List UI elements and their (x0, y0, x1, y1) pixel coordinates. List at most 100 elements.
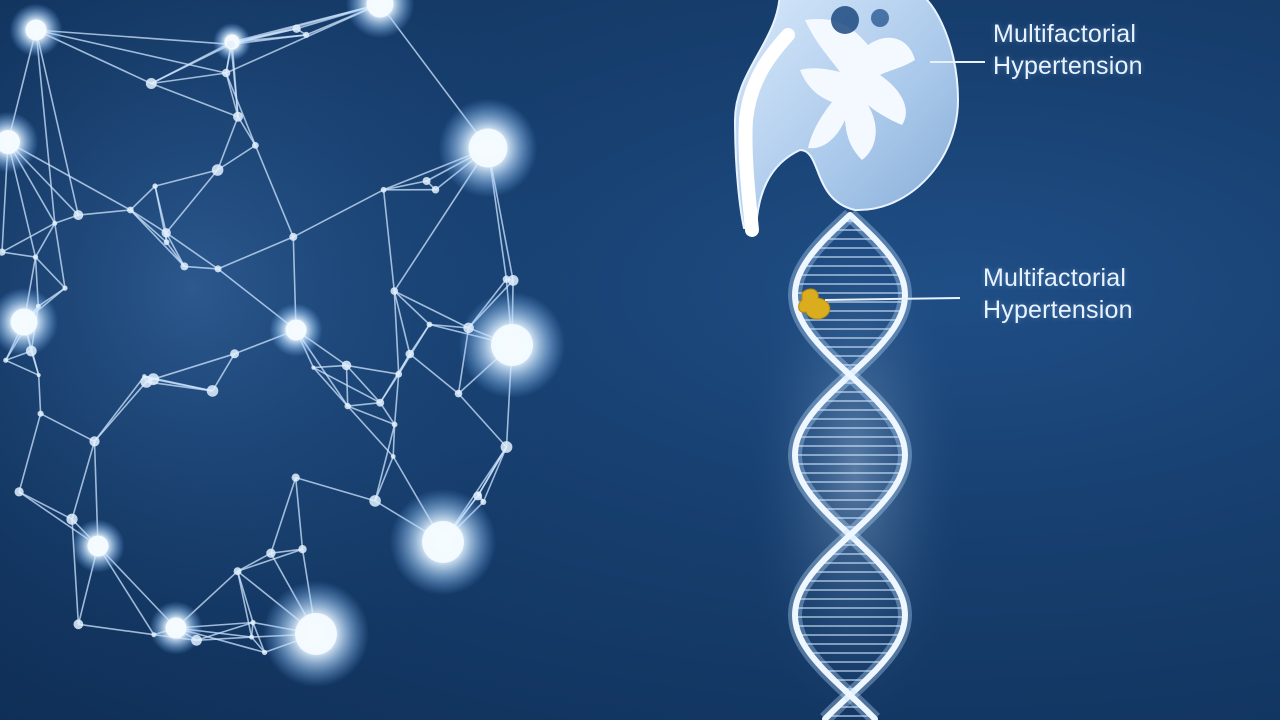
network-edge (196, 636, 252, 642)
network-node (163, 239, 170, 246)
network-node (344, 402, 351, 410)
network-node (62, 285, 68, 291)
network-edge (225, 72, 239, 117)
network-node (422, 177, 431, 185)
network-node (73, 619, 84, 630)
network-edge (270, 548, 303, 554)
network-edge (313, 364, 347, 369)
network-node (147, 373, 160, 386)
network-edge (482, 446, 508, 503)
network-node (233, 567, 242, 576)
network-edge (393, 290, 411, 355)
network-edge (18, 413, 42, 493)
network-node (376, 398, 385, 407)
network-node (390, 287, 399, 295)
network-node (292, 24, 301, 33)
network-node (500, 441, 513, 453)
network-edge (379, 402, 396, 425)
network-node (476, 491, 482, 497)
network-node (480, 499, 487, 505)
network-edge (295, 476, 376, 502)
network-node (391, 421, 398, 428)
network-edge (392, 424, 396, 457)
network-edge (374, 456, 394, 502)
network-node (165, 617, 187, 639)
network-edge (151, 72, 227, 85)
kidney-icon (733, 0, 960, 237)
network-edge (254, 145, 295, 238)
network-node (380, 186, 387, 193)
network-node (311, 365, 316, 370)
network-edge (35, 29, 56, 224)
network-edge (129, 185, 156, 211)
network-node (463, 322, 474, 334)
network-node (454, 389, 463, 398)
network-edge (93, 375, 145, 442)
network-edge (346, 364, 399, 375)
network-node (214, 265, 222, 273)
network-node (405, 349, 415, 359)
network-edge (1, 251, 36, 258)
network-edge (129, 209, 168, 243)
network-node (233, 111, 243, 122)
network-node (502, 275, 511, 283)
network-node (252, 142, 259, 149)
network-node (468, 128, 508, 168)
network-node (366, 0, 394, 18)
network-edge (153, 353, 235, 380)
network-node (249, 634, 255, 640)
gene-label-line2: Hypertension (983, 296, 1133, 324)
network-edge (151, 82, 239, 118)
network-node (52, 220, 58, 226)
network-node (151, 632, 157, 638)
network-edge (35, 29, 80, 216)
network-node (289, 232, 298, 241)
network-node (491, 324, 533, 366)
network-edge (35, 29, 227, 74)
network-edge (93, 381, 148, 442)
network-edge (34, 256, 66, 289)
network-edge (129, 209, 167, 234)
network-edge (1, 222, 56, 253)
network-node (87, 535, 109, 557)
network-edge (165, 232, 186, 267)
network-edge (250, 636, 266, 653)
network-edge (165, 232, 219, 270)
network-node (3, 357, 9, 363)
network-edge (35, 29, 232, 46)
kidney-label-line2: Hypertension (993, 52, 1143, 80)
network-node (291, 473, 300, 482)
network-edge (225, 72, 257, 146)
network-edge (237, 548, 303, 572)
network-node (191, 634, 202, 646)
network-node (35, 303, 41, 309)
network-node (395, 370, 403, 378)
network-node (295, 613, 337, 655)
network-edge (294, 477, 304, 550)
network-node (180, 262, 189, 271)
network-edge (393, 291, 400, 375)
network-node (14, 487, 24, 497)
kidney-label: Multifactorial Hypertension (993, 18, 1143, 82)
network-node (152, 183, 158, 189)
network-edge (165, 169, 219, 234)
kidney-and-dna-graphic (733, 0, 985, 720)
network-node (0, 248, 6, 256)
network-edge (237, 116, 257, 146)
network-node (25, 19, 47, 41)
network-edge (347, 401, 381, 407)
network-edge (374, 424, 396, 502)
network-edge (184, 265, 219, 270)
network-edge (78, 623, 155, 636)
network-node (126, 206, 134, 214)
network-node (37, 410, 44, 417)
network-edge (211, 353, 236, 392)
network-edge (71, 519, 80, 625)
network-node (36, 373, 41, 378)
network-edge (5, 359, 40, 376)
network-node (211, 164, 224, 176)
network-edge (393, 290, 469, 329)
network-edge (237, 552, 272, 572)
network-node (161, 228, 171, 238)
